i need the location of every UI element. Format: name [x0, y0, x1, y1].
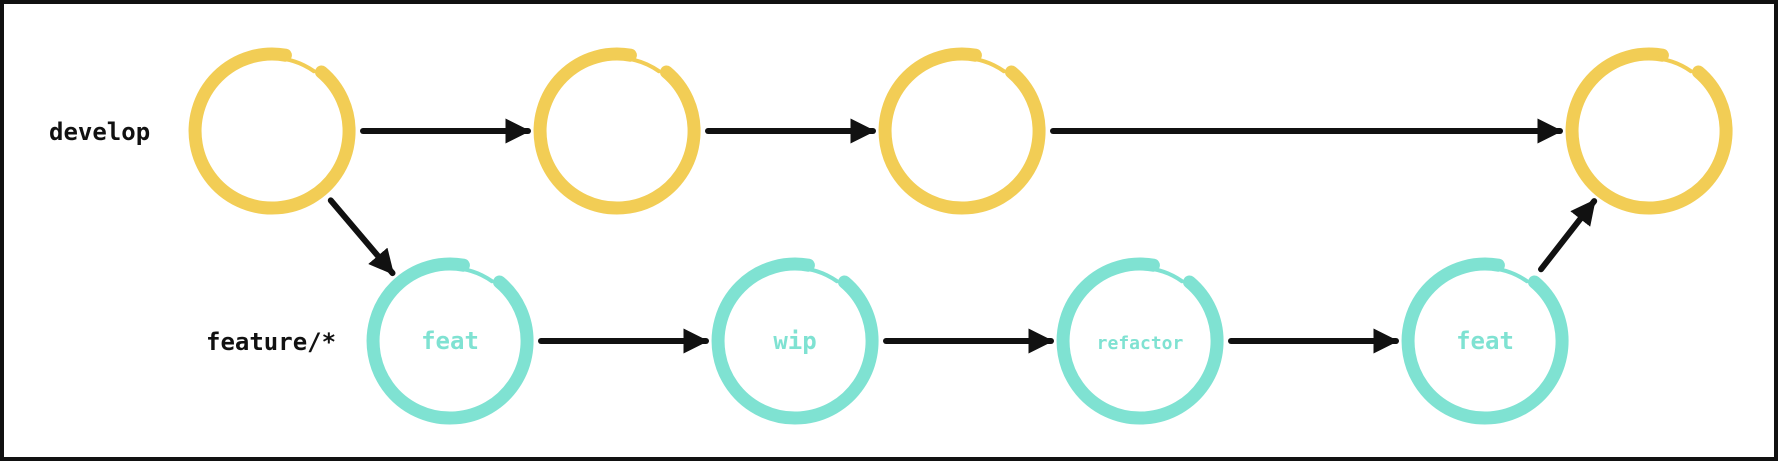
develop-commit-ring: [188, 47, 356, 215]
feature-commit-4: feat: [1401, 257, 1569, 425]
feature-commit-label: refactor: [1097, 333, 1184, 354]
feature-commit-3: refactor: [1056, 257, 1224, 425]
develop-commit-ring: [533, 47, 701, 215]
develop-commit-1: [188, 47, 356, 215]
edges-layer: [327, 118, 1598, 354]
feature-commit-2: wip: [711, 257, 879, 425]
feature-commit-label: feat: [1456, 327, 1514, 355]
feature-commit-ring-flourish: [1138, 265, 1184, 284]
develop-commit-ring: [1565, 47, 1733, 215]
arrow-develop-0-to-feature-0: [327, 197, 396, 277]
feature-commit-ring: [711, 257, 879, 425]
develop-commit-ring-flourish: [270, 55, 316, 74]
develop-commit-4: [1565, 47, 1733, 215]
develop-commit-2: [533, 47, 701, 215]
feature-commit-ring: [1401, 257, 1569, 425]
commits-layer: feat wip refactor feat: [188, 47, 1733, 425]
feature-commit-label: wip: [773, 327, 816, 355]
feature-commit-ring: [366, 257, 534, 425]
arrow-feature-3-to-develop-3: [1538, 198, 1598, 273]
feature-commit-label: feat: [421, 327, 479, 355]
branch-label-feature: feature/*: [206, 328, 336, 356]
develop-commit-ring-flourish: [1647, 55, 1693, 74]
develop-commit-ring: [878, 47, 1046, 215]
feature-commit-ring: [1056, 257, 1224, 425]
develop-commit-ring-flourish: [615, 55, 661, 74]
branch-label-develop: develop: [49, 118, 150, 146]
feature-commit-ring-flourish: [448, 265, 494, 284]
feature-commit-ring-flourish: [793, 265, 839, 284]
branch-diagram: develop feature/* feat wip refactor feat: [49, 47, 1733, 425]
develop-commit-ring-flourish: [960, 55, 1006, 74]
feature-commit-1: feat: [366, 257, 534, 425]
develop-commit-3: [878, 47, 1046, 215]
feature-commit-ring-flourish: [1483, 265, 1529, 284]
